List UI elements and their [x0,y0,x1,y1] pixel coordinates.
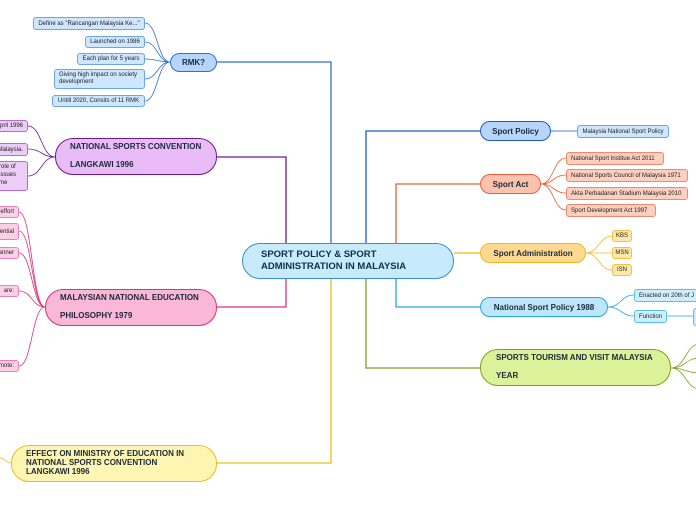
topic-national-sport-policy-1988[interactable]: National Sport Policy 1988 [480,297,608,317]
topic-national-sports-convention[interactable]: NATIONAL SPORTS CONVENTION LANGKAWI 1996 [55,138,217,175]
mnep-item-promote[interactable]: mote: [0,360,19,372]
rmk-item-five-years[interactable]: Each plan for 5 years [77,53,145,65]
sport-admin-item-kbs[interactable]: KBS [612,230,632,242]
nsc-item-april-1996[interactable]: pril 1996 [0,120,28,132]
nsp-item-function[interactable]: Function [634,310,667,323]
rmk-item-define[interactable]: Define as "Rancangan Malaysia Ke..." [33,17,145,30]
connector-nsc-leaf-0 [27,125,56,158]
connector-sport-act-leaf-0 [540,157,567,185]
sport-act-item-nsi-2011[interactable]: National Sport Institue Act 2011 [566,152,664,165]
connector-nsp-leaf-0 [607,294,635,308]
mnep-item-are[interactable]: are: [0,285,19,297]
sport-act-item-nsc-1971[interactable]: National Sports Council of Malaysia 1971 [566,169,688,182]
mnep-item-effort[interactable]: effort [0,206,19,218]
sport-act-item-stadium-2010[interactable]: Akta Perbadanan Stadium Malaysia 2010 [566,187,688,200]
topic-rmk[interactable]: RMK? [170,53,217,72]
topic-sport-administration[interactable]: Sport Administration [480,243,586,263]
connector-tourism-leaf-3 [670,367,696,389]
mnep-item-manner[interactable]: anner [0,247,19,259]
connector-rmk-leaf-3 [144,61,171,80]
sport-policy-item-national[interactable]: Malaysia National Sport Policy [577,125,669,138]
central-topic[interactable]: SPORT POLICY & SPORT ADMINISTRATION IN M… [242,243,454,279]
connector-nsp [395,279,480,308]
nsc-item-role-of-issues[interactable]: role of issues me [0,161,28,191]
mnep-item-potential[interactable]: ential [0,223,19,240]
connector-rmk-leaf-0 [144,22,171,63]
connector-sport-act [395,183,480,243]
topic-sports-tourism[interactable]: SPORTS TOURISM AND VISIT MALAYSIA YEAR [480,349,671,386]
nsc-item-malaysia[interactable]: Malaysia. [0,143,28,156]
connector-mnep-leaf-1 [18,230,46,308]
topic-sport-act[interactable]: Sport Act [480,174,541,194]
connector-nsc [217,156,287,243]
sport-act-item-development-1997[interactable]: Sport Development Act 1997 [566,204,656,217]
nsp-function-child[interactable] [693,308,696,326]
connector-rmk [217,61,332,243]
connector-mnep-leaf-2 [18,252,46,308]
connector-tourism [365,279,480,369]
connector-effect-leaf [0,457,12,464]
connector-mnep-leaf-3 [18,290,46,308]
sport-admin-item-msn[interactable]: MSN [612,247,632,259]
connector-mnep-leaf-0 [18,211,46,308]
connector-nsc-leaf-1 [27,148,56,158]
rmk-item-launched[interactable]: Launched on 1986 [85,36,145,48]
connector-tourism-leaf-1 [670,357,696,369]
rmk-item-impact[interactable]: Giving high impact on society developmen… [54,69,145,89]
connector-sport-admin-leaf-2 [585,252,613,271]
topic-national-education-philosophy[interactable]: MALAYSIAN NATIONAL EDUCATION PHILOSOPHY … [45,289,217,326]
nsp-item-enacted[interactable]: Enacted on 20th of J [634,289,696,302]
connector-sport-act-leaf-3 [540,183,567,211]
connector-sport-admin-leaf-0 [585,235,613,254]
connector-rmk-leaf-1 [144,41,171,63]
connector-mnep [217,279,287,308]
rmk-item-until-2020[interactable]: Untill 2020, Consits of 11 RMK [52,95,145,107]
connector-sport-act-leaf-1 [540,174,567,185]
sport-admin-item-isn[interactable]: ISN [612,264,632,276]
topic-effect-on-ministry[interactable]: EFFECT ON MINISTRY OF EDUCATION IN NATIO… [11,445,217,482]
connector-effect [217,279,332,464]
connector-mnep-leaf-4 [18,306,46,367]
connector-rmk-leaf-4 [144,61,171,102]
connector-nsp-leaf-1 [607,306,635,317]
connector-tourism-leaf-0 [670,344,696,369]
connector-nsc-leaf-2 [27,156,56,177]
topic-sport-policy[interactable]: Sport Policy [480,121,551,141]
connector-sport-policy [365,130,480,243]
